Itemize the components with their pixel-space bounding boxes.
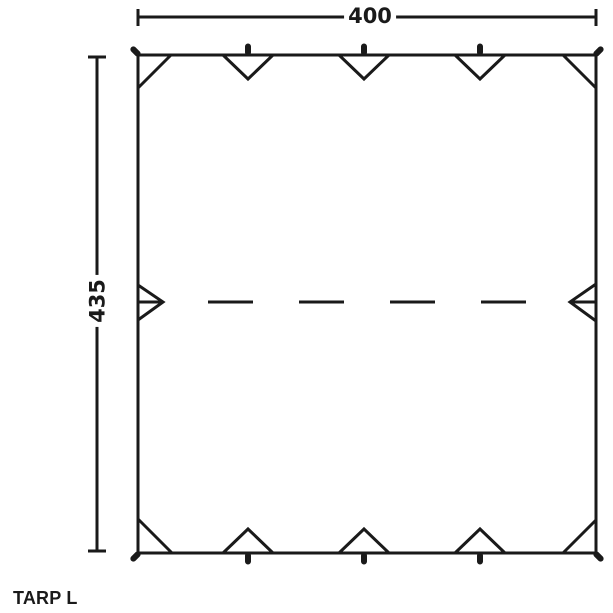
top-tab bbox=[453, 53, 507, 82]
tarp-outline bbox=[136, 53, 598, 555]
top-tabs bbox=[221, 53, 507, 82]
corner-loop-icon bbox=[593, 551, 604, 562]
width-dimension-label: 400 bbox=[344, 6, 396, 27]
loop-icon bbox=[361, 552, 367, 565]
height-dimension-label: 435 bbox=[86, 275, 110, 327]
loop-icon bbox=[477, 552, 483, 565]
top-tab bbox=[337, 53, 391, 82]
loop-icon bbox=[361, 43, 367, 56]
top-tab bbox=[221, 53, 275, 82]
corner-loop-icon bbox=[130, 46, 141, 57]
bottom-tab bbox=[337, 526, 391, 555]
bottom-tab bbox=[453, 526, 507, 555]
corner-loop-icon bbox=[130, 551, 141, 562]
bottom-tab bbox=[221, 526, 275, 555]
bottom-tabs bbox=[221, 526, 507, 555]
loop-icon bbox=[245, 552, 251, 565]
side-tabs bbox=[137, 282, 597, 323]
loop-icon bbox=[477, 43, 483, 56]
product-title: TARP L bbox=[13, 588, 78, 608]
loop-icon bbox=[245, 43, 251, 56]
corner-braces bbox=[136, 53, 598, 555]
corner-loop-icon bbox=[593, 46, 604, 57]
guy-loops bbox=[130, 43, 604, 565]
